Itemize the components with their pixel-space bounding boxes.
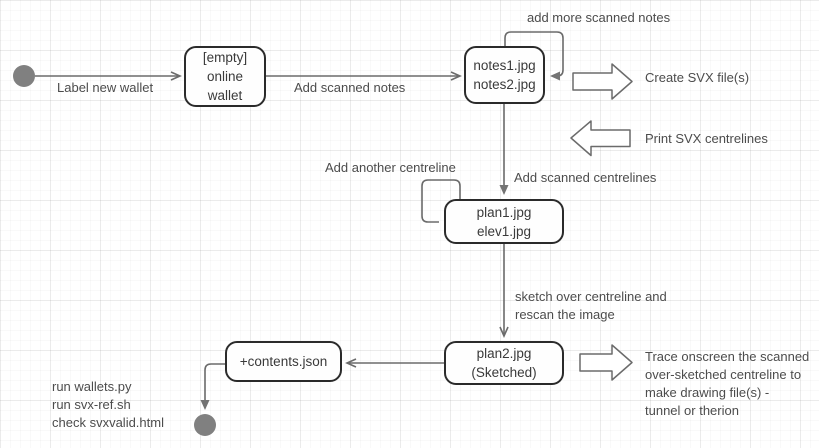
block-arrow-right-create-svx [572, 63, 633, 100]
start-node [13, 65, 35, 87]
state-contents-json[interactable]: +contents.json [225, 341, 342, 382]
transition-add-scanned-notes: Add scanned notes [294, 80, 406, 95]
edge-contents-to-end [200, 363, 225, 410]
annotation-line: tunnel or therion [645, 403, 739, 418]
annotation-print-svx: Print SVX centrelines [645, 130, 768, 148]
annotation-line: check svxvalid.html [52, 415, 164, 430]
state-line: online [206, 69, 244, 84]
transition-label-new-wallet: Label new wallet [57, 80, 154, 95]
state-empty-online-wallet[interactable]: [empty] online wallet [184, 46, 266, 107]
state-line: [empty] [202, 50, 248, 65]
annotation-scripts-to-run: run wallets.py run svx-ref.sh check svxv… [52, 378, 164, 432]
state-line: plan1.jpg [476, 204, 532, 220]
state-line: +contents.json [239, 354, 328, 369]
state-line: plan2.jpg [476, 346, 532, 361]
block-arrow-right-trace-onscreen [579, 344, 633, 381]
annotation-line: run svx-ref.sh [52, 397, 131, 412]
annotation-line: make drawing file(s) - [645, 385, 770, 400]
state-plan2-sketched[interactable]: plan2.jpg (Sketched) [444, 341, 564, 385]
annotation-create-svx: Create SVX file(s) [645, 69, 749, 87]
transition-sketch-over-centreline: sketch over centreline and rescan the im… [515, 288, 667, 324]
state-plan1-elev1[interactable]: plan1.jpg elev1.jpg [444, 199, 564, 244]
annotation-line: over-sketched centreline to [645, 367, 802, 382]
annotation-line: Create SVX file(s) [645, 70, 750, 85]
annotation-trace-onscreen: Trace onscreen the scanned over-sketched… [645, 348, 809, 420]
end-node [194, 414, 216, 436]
state-line: elev1.jpg [476, 223, 532, 239]
state-line: notes2.jpg [473, 77, 536, 92]
state-line: wallet [207, 88, 243, 103]
label-line: rescan the image [515, 307, 615, 322]
annotation-line: Trace onscreen the scanned [645, 349, 810, 364]
state-notes[interactable]: notes1.jpg notes2.jpg [464, 46, 545, 104]
annotation-line: run wallets.py [52, 379, 132, 394]
transition-add-more-scanned-notes: add more scanned notes [527, 10, 671, 25]
transition-add-scanned-centrelines: Add scanned centrelines [514, 170, 657, 185]
annotation-line: Print SVX centrelines [645, 131, 768, 146]
label-line: sketch over centreline and [515, 289, 667, 304]
transition-add-another-centreline: Add another centreline [325, 160, 456, 175]
block-arrow-left-print-svx [570, 120, 631, 157]
state-line: (Sketched) [471, 365, 537, 380]
state-line: notes1.jpg [473, 58, 536, 73]
